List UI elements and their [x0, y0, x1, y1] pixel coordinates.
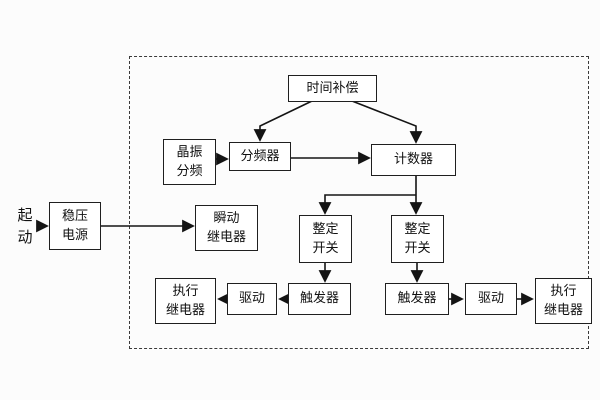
dashed-boundary — [129, 56, 589, 349]
node-time-compensation: 时间补偿 — [288, 75, 377, 102]
node-trigger-right: 触发器 — [385, 283, 449, 315]
node-trigger-left: 触发器 — [288, 283, 351, 315]
node-exec-relay-right: 执行 继电器 — [535, 278, 592, 324]
node-exec-relay-left: 执行 继电器 — [155, 278, 216, 324]
node-setting-switch-left: 整定 开关 — [299, 215, 352, 263]
start-label: 起 动 — [17, 206, 33, 246]
node-regulated-power: 稳压 电源 — [49, 202, 101, 250]
node-frequency-divider: 分频器 — [229, 142, 291, 171]
node-counter: 计数器 — [371, 144, 456, 176]
node-setting-switch-right: 整定 开关 — [391, 215, 444, 263]
node-instant-relay: 瞬动 继电器 — [195, 205, 258, 251]
node-drive-right: 驱动 — [465, 283, 517, 315]
node-crystal-divider: 晶振 分频 — [163, 139, 216, 185]
node-drive-left: 驱动 — [227, 283, 277, 315]
